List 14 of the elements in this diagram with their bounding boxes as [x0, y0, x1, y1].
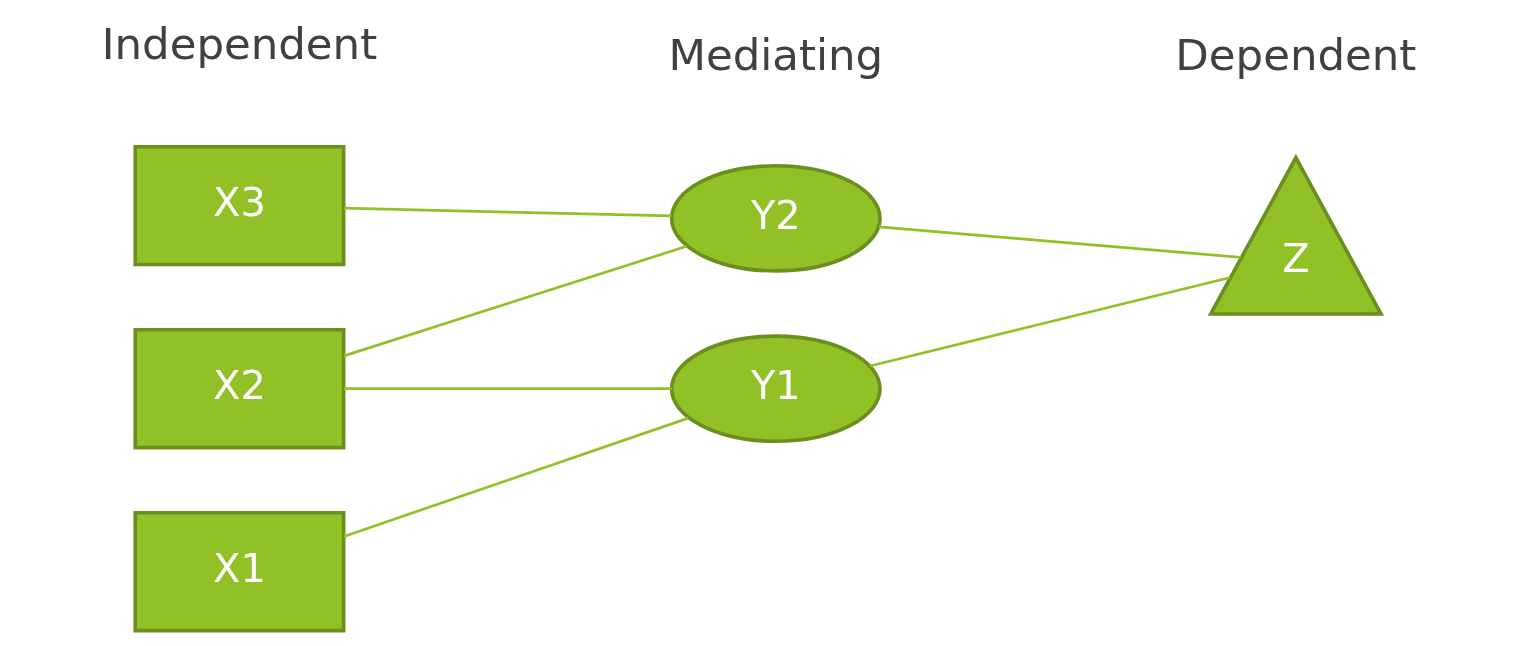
connector: [869, 276, 1231, 368]
node-ellipse: Y2: [669, 164, 882, 273]
connector: [343, 245, 687, 358]
node-box: X3: [133, 144, 346, 267]
connector: [344, 387, 672, 391]
label: Mediating: [668, 30, 884, 81]
connector: [343, 206, 672, 218]
label: Independent: [101, 19, 378, 70]
label: Dependent: [1175, 30, 1417, 81]
connector: [343, 416, 689, 538]
node-ellipse: Y1: [669, 334, 882, 444]
connector: [878, 225, 1242, 259]
node-box: X2: [133, 328, 346, 450]
node-box: X1: [133, 511, 346, 633]
